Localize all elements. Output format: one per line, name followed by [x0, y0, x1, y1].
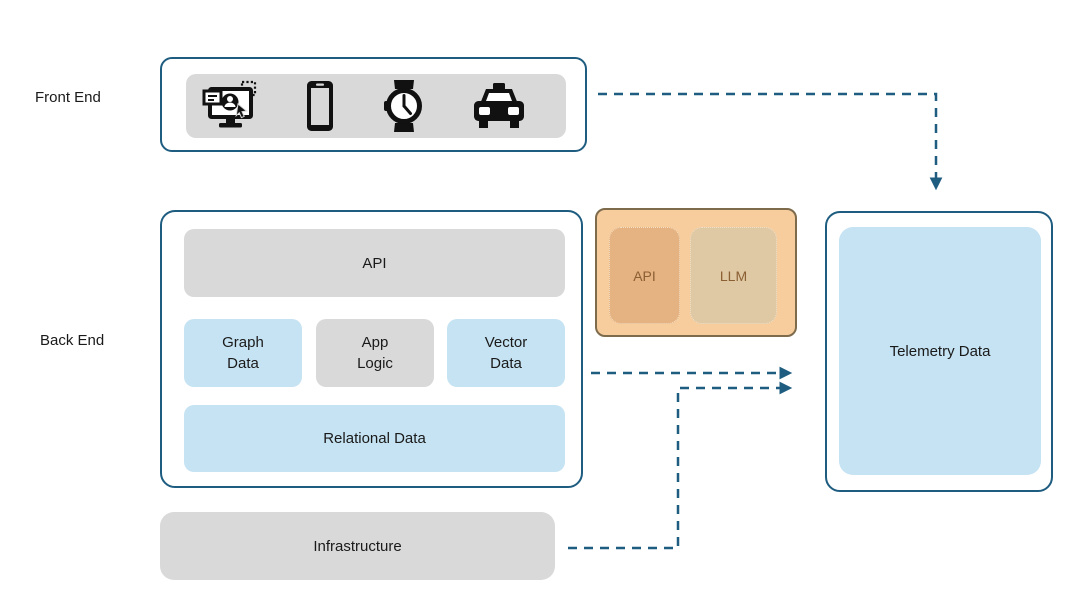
vector-data-tile: Vector Data	[447, 319, 565, 387]
ai-module-box: API LLM	[595, 208, 797, 337]
desktop-user-icon	[202, 80, 257, 128]
frontend-to-telemetry-arrow	[598, 92, 943, 191]
front-end-device-strip	[186, 74, 566, 138]
ai-llm-chip: LLM	[690, 227, 777, 324]
vector-data-label: Vector Data	[484, 334, 528, 372]
app-logic-label: App Logic	[357, 334, 393, 372]
infrastructure-to-telemetry-arrow	[568, 381, 793, 550]
back-end-label: Back End	[40, 332, 105, 349]
watch-icon	[384, 80, 422, 132]
telemetry-inner-panel: Telemetry Data	[839, 227, 1041, 475]
infrastructure-label: Infrastructure	[313, 537, 402, 555]
ai-api-label: API	[633, 267, 656, 284]
api-tile: API	[184, 229, 565, 297]
graph-data-label: Graph Data	[222, 334, 264, 372]
relational-data-tile: Relational Data	[184, 405, 565, 472]
ai-api-chip: API	[609, 227, 680, 324]
smartphone-icon	[307, 81, 333, 131]
telemetry-box: Telemetry Data	[825, 211, 1053, 492]
front-end-label: Front End	[35, 89, 101, 106]
taxi-icon	[474, 83, 524, 128]
telemetry-label: Telemetry Data	[889, 342, 991, 360]
api-tile-label: API	[362, 254, 387, 272]
front-end-box	[160, 57, 587, 152]
relational-data-label: Relational Data	[323, 430, 426, 447]
app-logic-tile: App Logic	[316, 319, 434, 387]
infrastructure-bar: Infrastructure	[160, 512, 555, 580]
back-end-box: API Graph Data App Logic Vector Data Rel…	[160, 210, 583, 488]
ai-llm-label: LLM	[719, 267, 748, 284]
graph-data-tile: Graph Data	[184, 319, 302, 387]
